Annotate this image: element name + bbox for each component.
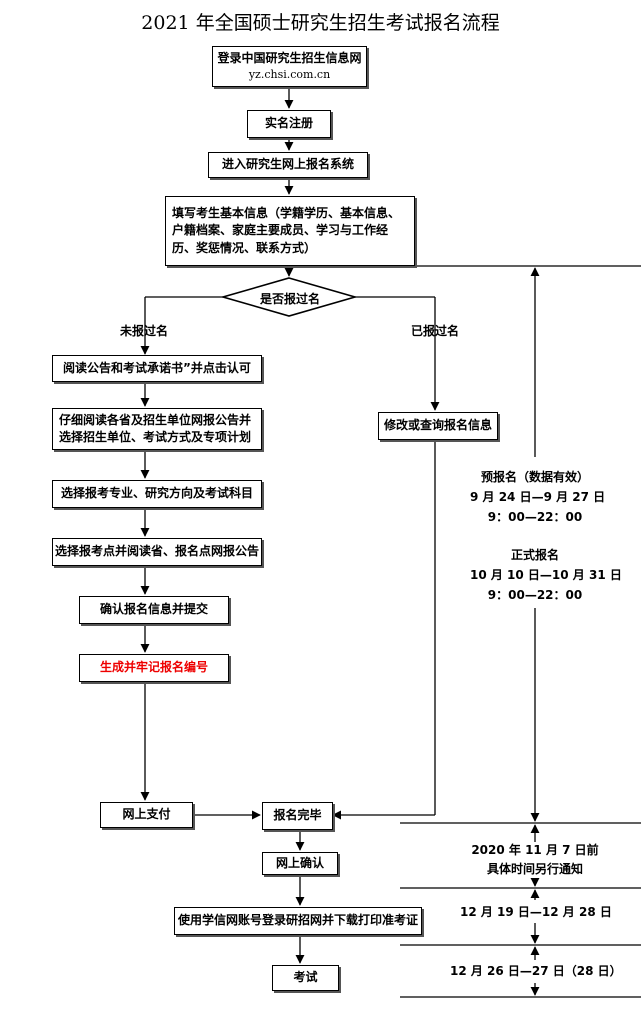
online-pay-box: 网上支付 [100, 802, 193, 828]
pre-registration-title: 预报名（数据有效） [480, 470, 589, 484]
fill-info-box: 填写考生基本信息（学籍学历、基本信息、户籍档案、家庭主要成员、学习与工作经历、奖… [165, 196, 415, 266]
generate-number-box: 生成并牢记报名编号 [79, 654, 229, 682]
complete-box: 报名完毕 [262, 802, 333, 830]
login-box: 登录中国研究生招生信息网 yz.chsi.com.cn [212, 46, 367, 87]
pre-registration-time: 9：00—22：00 [487, 509, 583, 524]
exam-box: 考试 [272, 965, 339, 991]
register-box: 实名注册 [247, 110, 331, 138]
confirm-deadline-line2: 具体时间另行通知 [486, 861, 583, 876]
page-title: 2021 年全国硕士研究生招生考试报名流程 [141, 12, 500, 34]
login-box-line2: yz.chsi.com.cn [248, 68, 331, 82]
read-notice-box: 阅读公告和考试承诺书”并点击认可 [52, 355, 262, 382]
formal-registration-time: 9：00—22：00 [487, 587, 583, 602]
decision-question: 是否报过名 [260, 292, 321, 306]
formal-registration-dates: 10 月 10 日—10 月 31 日 [470, 567, 622, 582]
print-ticket-box: 使用学信网账号登录研招网并下载打印准考证 [174, 907, 422, 935]
enter-system-box: 进入研究生网上报名系统 [208, 152, 368, 178]
confirm-deadline-note: 2020 年 11 月 7 日前 具体时间另行通知 [460, 841, 610, 878]
yes-branch-label: 已报过名 [411, 324, 460, 338]
select-site-box: 选择报考点并阅读省、报名点网报公告 [52, 538, 262, 566]
print-dates-note: 12 月 19 日—12 月 28 日 [460, 905, 612, 919]
select-major-box: 选择报考专业、研究方向及考试科目 [52, 480, 262, 508]
pre-registration-note: 预报名（数据有效） 9 月 24 日—9 月 27 日 9：00—22：00 [470, 468, 606, 527]
confirm-submit-box: 确认报名信息并提交 [79, 596, 229, 624]
no-branch-label: 未报过名 [120, 324, 169, 338]
online-confirm-box: 网上确认 [262, 852, 338, 875]
modify-query-box: 修改或查询报名信息 [378, 412, 498, 440]
select-unit-box: 仔细阅读各省及招生单位网报公告并选择招生单位、考试方式及专项计划 [52, 408, 262, 450]
pre-registration-dates: 9 月 24 日—9 月 27 日 [470, 489, 606, 504]
formal-registration-title: 正式报名 [510, 548, 559, 562]
login-box-line1: 登录中国研究生招生信息网 [217, 50, 362, 65]
formal-registration-note: 正式报名 10 月 10 日—10 月 31 日 9：00—22：00 [470, 546, 622, 605]
confirm-deadline-line1: 2020 年 11 月 7 日前 [471, 843, 599, 857]
exam-dates-note: 12 月 26 日—27 日（28 日） [450, 964, 622, 978]
